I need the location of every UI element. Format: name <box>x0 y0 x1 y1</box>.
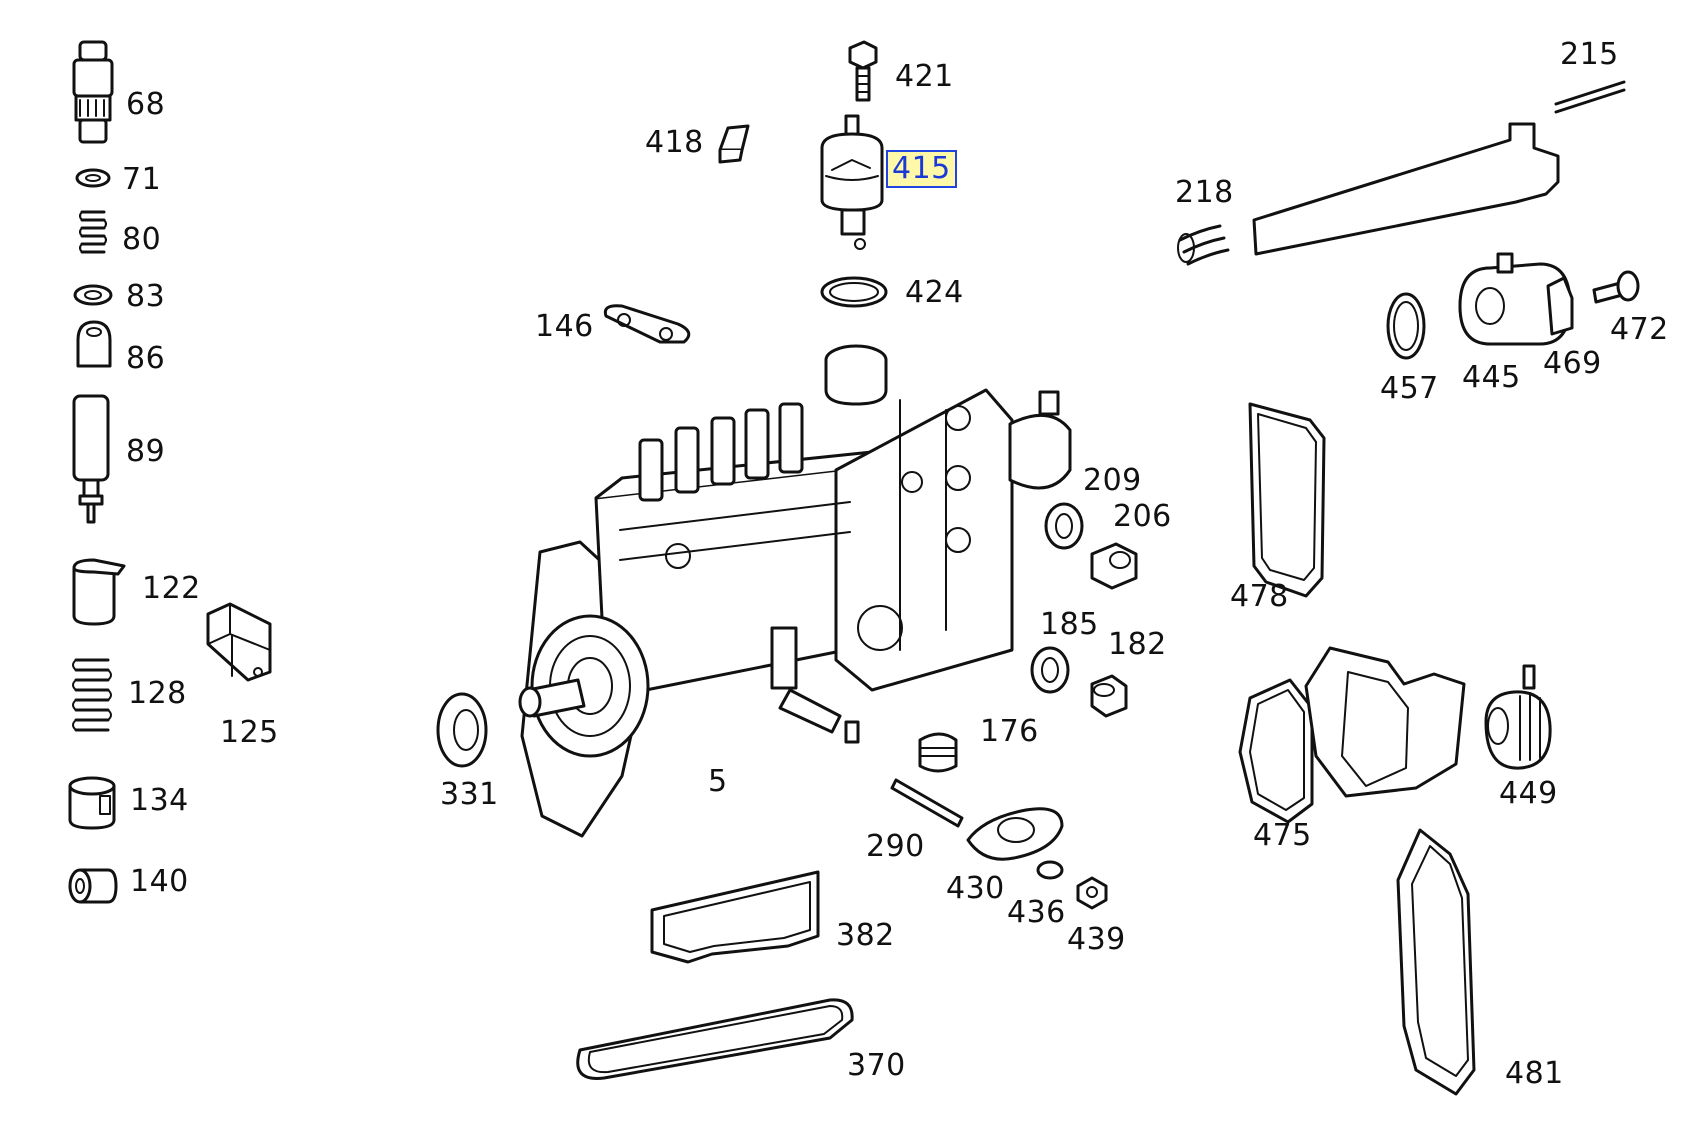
callout-478[interactable]: 478 <box>1230 579 1289 614</box>
part-382-drawing <box>650 870 820 964</box>
callout-71[interactable]: 71 <box>122 162 162 197</box>
part-215-drawing <box>1554 80 1626 114</box>
callout-421[interactable]: 421 <box>895 59 954 94</box>
part-185-drawing <box>1030 646 1070 694</box>
part-478-drawing <box>1248 402 1326 598</box>
callout-418[interactable]: 418 <box>645 125 704 160</box>
part-449-drawing <box>1484 664 1552 770</box>
part-472-drawing <box>1592 270 1640 304</box>
part-436-drawing <box>1036 860 1064 880</box>
part-83-drawing <box>73 284 113 306</box>
part-134-drawing <box>68 776 116 830</box>
part-140-drawing <box>68 868 118 904</box>
callout-415[interactable]: 415 <box>886 150 957 188</box>
part-lower-right-cover-drawing <box>1304 646 1466 798</box>
part-206-drawing <box>1090 542 1138 590</box>
callout-146[interactable]: 146 <box>535 309 594 344</box>
callout-134[interactable]: 134 <box>130 783 189 818</box>
part-71-drawing <box>75 168 111 188</box>
part-290-drawing <box>890 778 964 828</box>
part-128-drawing <box>72 658 112 732</box>
callout-457[interactable]: 457 <box>1380 371 1439 406</box>
callout-89[interactable]: 89 <box>126 434 166 469</box>
callout-80[interactable]: 80 <box>122 222 162 257</box>
part-89-drawing <box>72 394 110 524</box>
part-331-drawing <box>436 692 488 768</box>
part-209-drawing <box>1044 502 1084 550</box>
part-182-drawing <box>1090 674 1128 718</box>
part-457-drawing <box>1386 292 1426 360</box>
callout-176[interactable]: 176 <box>980 714 1039 749</box>
part-5-pump-drawing <box>518 344 1072 838</box>
callout-209[interactable]: 209 <box>1083 463 1142 498</box>
part-146-drawing <box>603 304 691 344</box>
callout-424[interactable]: 424 <box>905 275 964 310</box>
callout-439[interactable]: 439 <box>1067 922 1126 957</box>
callout-331[interactable]: 331 <box>440 777 499 812</box>
part-430-drawing <box>966 807 1064 861</box>
callout-472[interactable]: 472 <box>1610 312 1669 347</box>
callout-449[interactable]: 449 <box>1499 776 1558 811</box>
callout-182[interactable]: 182 <box>1108 627 1167 662</box>
part-421-drawing <box>848 40 878 102</box>
callout-370[interactable]: 370 <box>847 1048 906 1083</box>
callout-86[interactable]: 86 <box>126 341 166 376</box>
part-80-drawing <box>79 210 107 254</box>
callout-185[interactable]: 185 <box>1040 607 1099 642</box>
part-481-drawing <box>1396 828 1476 1096</box>
part-86-drawing <box>76 320 112 368</box>
callout-430[interactable]: 430 <box>946 871 1005 906</box>
part-125-drawing <box>206 602 272 682</box>
part-68-drawing <box>72 40 114 144</box>
callout-445[interactable]: 445 <box>1462 360 1521 395</box>
part-176-drawing <box>918 732 958 773</box>
callout-140[interactable]: 140 <box>130 864 189 899</box>
callout-475[interactable]: 475 <box>1253 818 1312 853</box>
part-122-drawing <box>72 558 126 626</box>
part-475-drawing <box>1238 678 1314 824</box>
callout-206[interactable]: 206 <box>1113 499 1172 534</box>
callout-83[interactable]: 83 <box>126 279 166 314</box>
part-218-drawing <box>1177 122 1560 266</box>
callout-128[interactable]: 128 <box>128 676 187 711</box>
part-370-drawing <box>576 998 854 1080</box>
callout-382[interactable]: 382 <box>836 918 895 953</box>
callout-218[interactable]: 218 <box>1175 175 1234 210</box>
part-418-drawing <box>718 124 750 164</box>
callout-122[interactable]: 122 <box>142 571 201 606</box>
callout-481[interactable]: 481 <box>1505 1056 1564 1091</box>
callout-469[interactable]: 469 <box>1543 346 1602 381</box>
part-445-drawing <box>1458 252 1572 346</box>
part-415-drawing <box>820 114 884 250</box>
part-439-drawing <box>1076 876 1108 910</box>
callout-215[interactable]: 215 <box>1560 37 1619 72</box>
callout-436[interactable]: 436 <box>1007 895 1066 930</box>
part-469-drawing <box>1546 276 1574 336</box>
callout-125[interactable]: 125 <box>220 715 279 750</box>
callout-68[interactable]: 68 <box>126 87 166 122</box>
callout-290[interactable]: 290 <box>866 829 925 864</box>
part-424-drawing <box>820 276 888 308</box>
callout-5[interactable]: 5 <box>708 764 728 799</box>
